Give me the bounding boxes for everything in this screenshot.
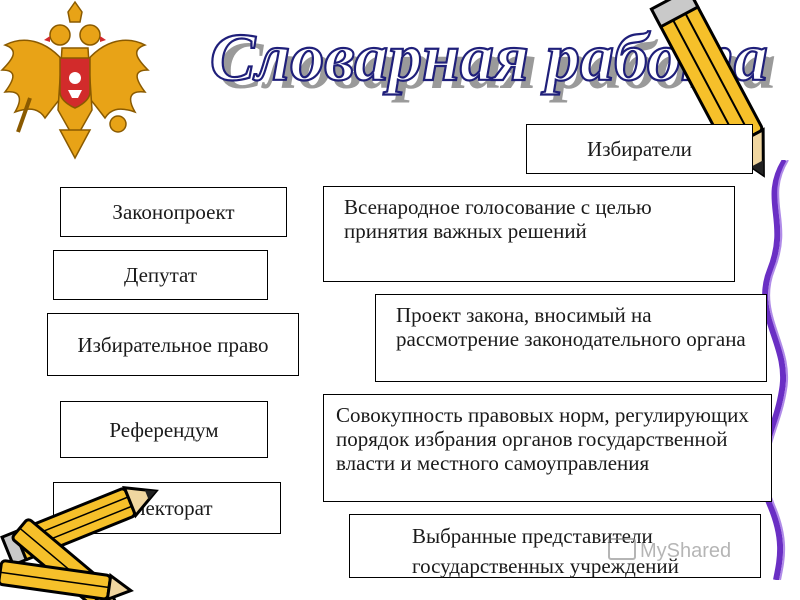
term-label: Избирательное право xyxy=(77,332,269,357)
definition-text: Всенародное голосование с целью принятия… xyxy=(344,195,652,243)
definition-box: Выбранные представители государственных … xyxy=(349,514,761,578)
term-box: Референдум xyxy=(60,401,268,458)
coat-of-arms-icon xyxy=(0,0,150,160)
eagle-heads xyxy=(44,0,106,46)
term-box: Законопроект xyxy=(60,187,287,237)
definition-box: Избиратели xyxy=(526,124,753,174)
term-label: Законопроект xyxy=(112,200,235,224)
eagle-tail xyxy=(58,129,92,160)
term-box: Депутат xyxy=(53,250,268,300)
watermark-text: MyShared xyxy=(640,540,732,562)
watermark: MyShared xyxy=(608,538,731,563)
ribbon-icon xyxy=(759,160,789,580)
term-label: Референдум xyxy=(109,417,219,442)
myshared-logo-icon xyxy=(608,538,636,560)
eagle-right-wing xyxy=(79,39,150,120)
eagle-left-wing xyxy=(0,39,71,120)
pencils-icon xyxy=(0,485,159,600)
term-label: Депутат xyxy=(123,263,198,287)
definition-box: Совокупность правовых норм, регулирующих… xyxy=(323,394,772,502)
term-box: Избирательное право xyxy=(47,313,299,376)
scepter-and-orb xyxy=(16,97,127,133)
definition-text: Совокупность правовых норм, регулирующих… xyxy=(336,403,749,475)
definition-box: Проект закона, вносимый на рассмотрение … xyxy=(375,294,767,382)
definition-box: Всенародное голосование с целью принятия… xyxy=(323,186,735,282)
definition-text: Проект закона, вносимый на рассмотрение … xyxy=(396,303,746,351)
definition-text: Избиратели xyxy=(587,137,692,161)
red-shield xyxy=(59,57,91,109)
